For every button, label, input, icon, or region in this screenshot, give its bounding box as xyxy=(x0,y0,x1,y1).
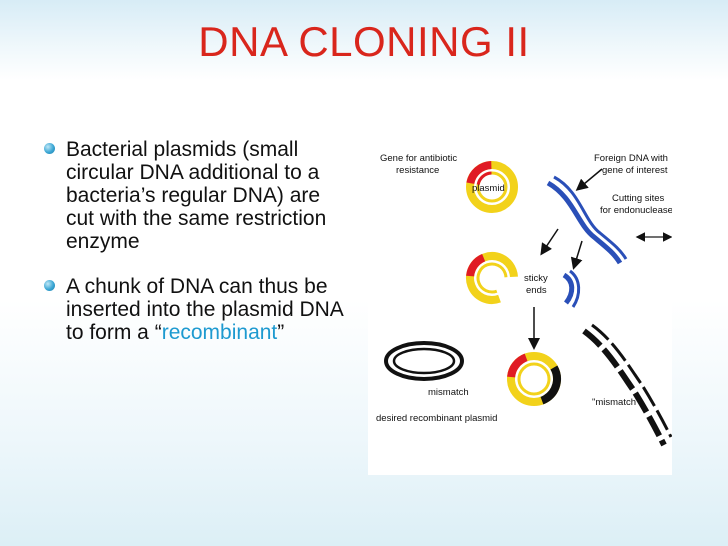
bullet-icon xyxy=(44,280,55,291)
mismatch-label: mismatch xyxy=(428,387,469,398)
title-band xyxy=(0,0,728,80)
mismatch-plasmid xyxy=(384,341,464,381)
mismatch-right-label: "mismatch xyxy=(592,397,636,408)
cutting-sites-label-2: for endonuclease xyxy=(600,205,672,216)
foreign-dna xyxy=(546,175,628,308)
plasmid-top xyxy=(466,161,518,214)
mismatch-strands xyxy=(582,323,672,447)
bullet-text: Bacterial plasmids (small circular DNA a… xyxy=(66,138,327,253)
bullet-list: Bacterial plasmids (small circular DNA a… xyxy=(44,138,344,366)
bullet-item: A chunk of DNA can thus be inserted into… xyxy=(44,275,344,344)
plasmid-recombinant xyxy=(507,352,561,406)
gene-label-2: resistance xyxy=(396,165,439,176)
recombinant-term: recombinant xyxy=(161,321,278,344)
gene-label: Gene for antibiotic xyxy=(380,153,457,164)
plasmid-label: plasmid xyxy=(472,183,505,194)
bullet-text-post: ” xyxy=(277,321,285,344)
cutting-sites-label: Cutting sites xyxy=(612,193,665,204)
foreign-dna-label: Foreign DNA with xyxy=(594,153,668,164)
arrows xyxy=(528,168,672,350)
bullet-item: Bacterial plasmids (small circular DNA a… xyxy=(44,138,344,253)
slide-title: DNA CLONING II xyxy=(198,18,530,65)
foreign-dna-label-2: gene of interest xyxy=(602,165,668,176)
plasmid-cut xyxy=(466,252,518,304)
diagram-svg: Gene for antibiotic resistance plasmid F… xyxy=(376,153,672,447)
bullet-text-pre: A chunk of DNA can thus be inserted into… xyxy=(66,275,343,344)
sticky-label-2: ends xyxy=(526,285,547,296)
bullet-icon xyxy=(44,143,55,154)
dna-cloning-diagram: Gene for antibiotic resistance plasmid F… xyxy=(368,125,672,475)
desired-plasmid-label: desired recombinant plasmid xyxy=(376,413,497,424)
sticky-label: sticky xyxy=(524,273,548,284)
